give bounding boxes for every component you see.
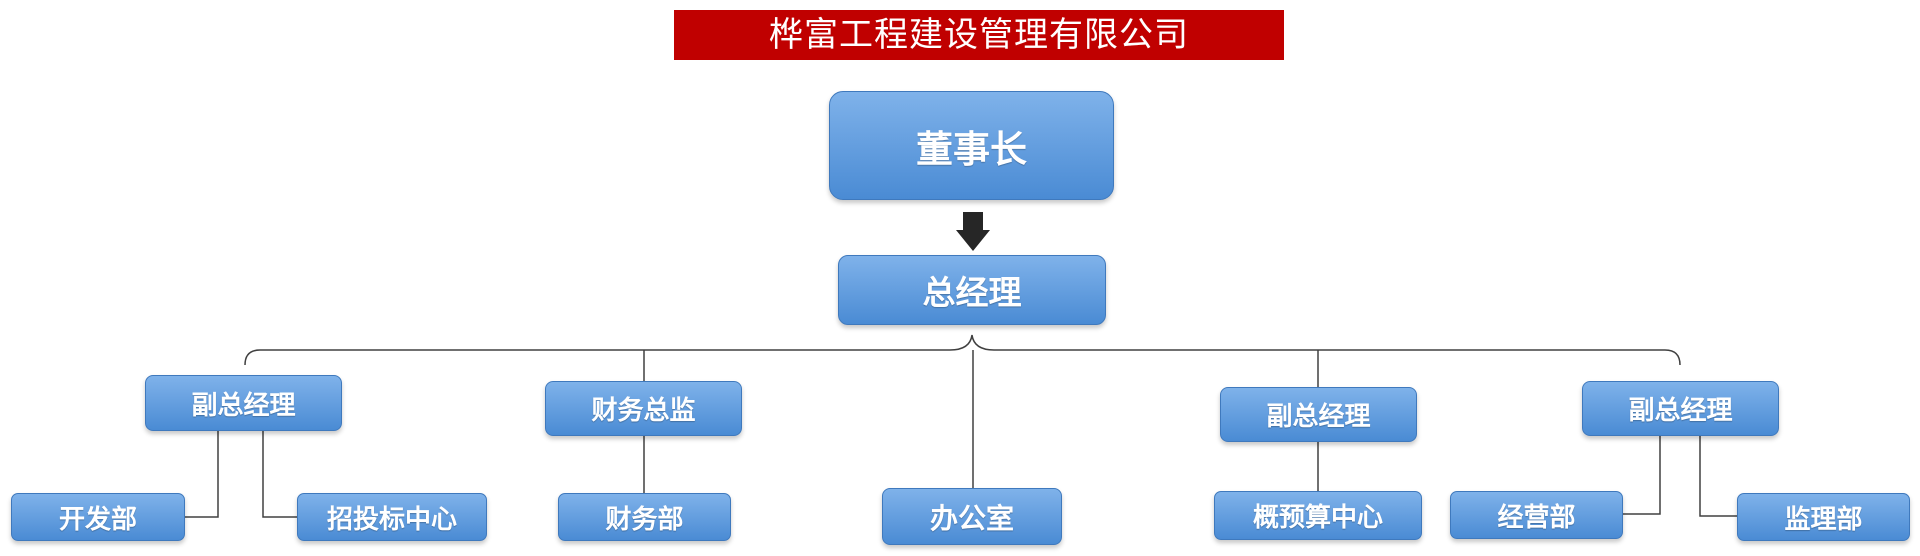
dept-development-box[interactable]: 开发部 <box>11 493 185 541</box>
dept-finance-label: 财务部 <box>605 504 684 535</box>
down-arrow-icon <box>956 212 990 251</box>
branch-vp-3-label: 副总经理 <box>1628 396 1733 426</box>
link-supervision <box>1699 436 1738 517</box>
dept-development-label: 开发部 <box>58 504 137 535</box>
general-manager-box[interactable]: 总经理 <box>838 255 1106 325</box>
branch-finance-director-label: 财务总监 <box>591 396 696 426</box>
branch-vp-1-box[interactable]: 副总经理 <box>145 375 342 431</box>
branch-vp-3-box[interactable]: 副总经理 <box>1582 381 1779 436</box>
chairman-label: 董事长 <box>916 127 1027 171</box>
branch-office-label: 办公室 <box>929 501 1014 535</box>
link-bidding <box>262 431 298 518</box>
dept-bidding-label: 招投标中心 <box>326 504 457 535</box>
general-manager-label: 总经理 <box>922 273 1022 312</box>
dept-bidding-box[interactable]: 招投标中心 <box>297 493 487 541</box>
dept-operations-box[interactable]: 经营部 <box>1450 491 1623 539</box>
dept-budget-label: 概预算中心 <box>1252 503 1383 533</box>
branch-vp-2-label: 副总经理 <box>1266 402 1371 432</box>
branch-vp-1-label: 副总经理 <box>191 390 296 421</box>
dept-operations-label: 经营部 <box>1497 502 1576 533</box>
dept-supervision-box[interactable]: 监理部 <box>1737 493 1910 541</box>
dept-finance-box[interactable]: 财务部 <box>558 493 731 541</box>
dept-supervision-label: 监理部 <box>1784 504 1863 535</box>
branch-vp-2-box[interactable]: 副总经理 <box>1220 387 1417 442</box>
link-operations <box>1622 436 1661 515</box>
link-development <box>184 431 219 518</box>
branch-bracket <box>244 334 1681 366</box>
company-title: 桦富工程建设管理有限公司 <box>674 10 1284 60</box>
branch-finance-director-box[interactable]: 财务总监 <box>545 381 742 436</box>
dept-budget-box[interactable]: 概预算中心 <box>1214 491 1422 540</box>
branch-office-box[interactable]: 办公室 <box>882 488 1062 545</box>
chairman-box[interactable]: 董事长 <box>829 91 1114 200</box>
